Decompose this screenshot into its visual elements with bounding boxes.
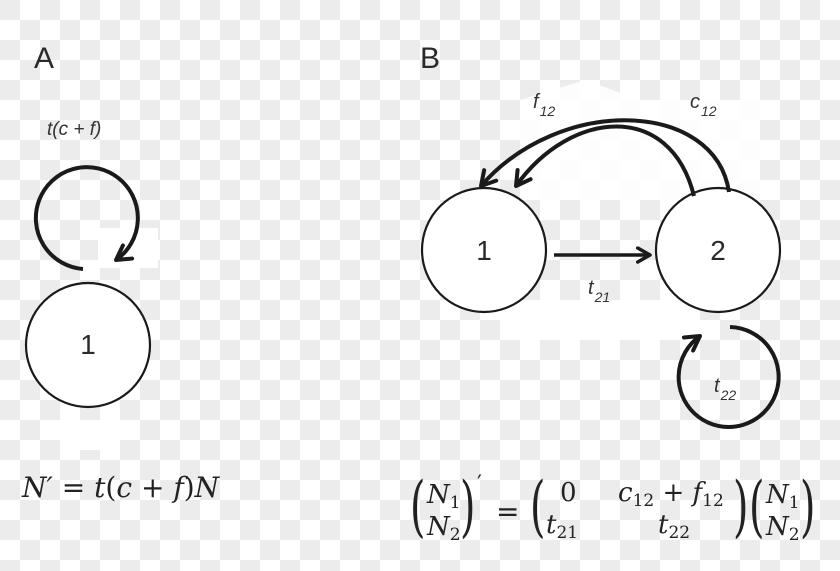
edge-f12-arrow xyxy=(514,124,696,197)
eq-b-rhs-n1: N1 xyxy=(766,480,800,513)
eq-b-rhs-n2: N2 xyxy=(766,512,800,545)
panel-label-b: B xyxy=(420,42,441,75)
node-a-1-circle xyxy=(24,281,152,409)
eq-b-lhs-open-paren: ( xyxy=(410,468,426,545)
equation-a: N′ = t(c + f)N xyxy=(22,474,219,502)
node-b-2-label: 2 xyxy=(710,235,726,266)
self-loop-a-arrow xyxy=(33,165,140,271)
eq-a-open: ( xyxy=(105,471,117,504)
node-b-1-label: 1 xyxy=(476,235,492,266)
eq-b-equals: = xyxy=(496,495,520,528)
edge-t21-label: t21 xyxy=(588,277,611,305)
edge-t22-label: t22 xyxy=(714,375,737,403)
eq-b-matrix-open-paren: ( xyxy=(530,468,546,545)
eq-b-lhs-n1: N1 xyxy=(427,480,461,513)
eq-a-equals: = xyxy=(61,471,86,504)
panel-label-a: A xyxy=(34,42,55,75)
eq-a-lhs: N′ xyxy=(22,471,53,504)
self-loop-t22-arrow xyxy=(676,325,781,429)
eq-b-lhs-n2: N2 xyxy=(427,512,461,545)
eq-b-matrix-r2c2: t22 xyxy=(658,510,691,543)
eq-a-plus: + xyxy=(140,471,165,504)
self-loop-a-label: t(c + f) xyxy=(47,119,102,140)
eq-b-lhs-close-paren: ) xyxy=(460,468,476,545)
eq-b-matrix-r1c1: 0 xyxy=(560,478,577,508)
node-a-1-label: 1 xyxy=(80,329,96,360)
node-b-1-circle xyxy=(420,186,548,314)
eq-b-rhs-close-paren: ) xyxy=(800,468,816,545)
eq-b-matrix-close-paren: ) xyxy=(733,468,749,545)
eq-b-rhs-open-paren: ( xyxy=(749,468,765,545)
eq-a-c: c xyxy=(116,471,133,504)
eq-b-matrix-r2c1: t21 xyxy=(546,510,579,543)
eq-b-prime: ′ xyxy=(477,472,482,497)
node-b-2-circle xyxy=(654,186,782,314)
edge-c12-label: c12 xyxy=(690,91,717,119)
eq-a-f: f xyxy=(173,471,184,504)
eq-b-matrix-r1c2: c12 + f12 xyxy=(618,478,724,511)
edge-c12-arrow xyxy=(479,118,731,193)
eq-a-t: t xyxy=(94,471,106,504)
edge-f12-label: f12 xyxy=(533,91,556,119)
eq-a-N: N xyxy=(194,471,220,504)
eq-a-close: ) xyxy=(183,471,195,504)
